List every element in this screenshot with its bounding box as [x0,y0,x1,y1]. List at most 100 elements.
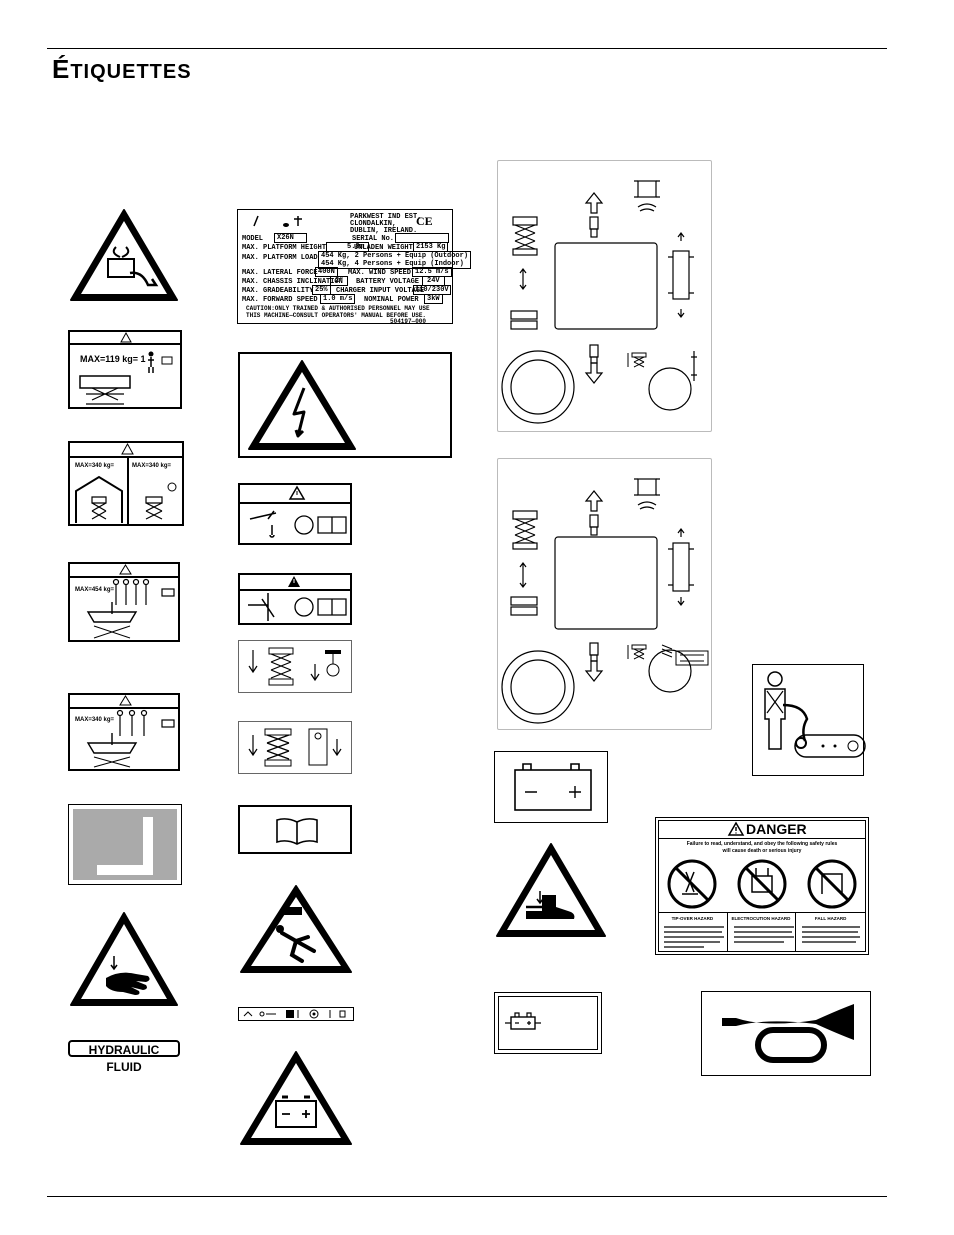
harness-lanyard-icon [764,671,866,758]
gradeability-label: MAX. GRADEABILITY [242,287,314,295]
warning-icon [288,485,306,500]
person-icon [148,351,173,373]
lowering-decal-2 [238,721,352,774]
inclination-label: MAX. CHASSIS INCLINATION [242,278,343,286]
fall-heading: FALL HAZARD [814,916,847,921]
warning-icon [727,821,745,836]
battery-label: BATTERY VOLTAGE [356,278,420,286]
caution-line-1: CAUTION:ONLY TRAINED & AUTHORISED PERSON… [246,305,430,312]
capacity-label-indoor: MAX=340 kg= [75,463,115,469]
battery-icon [514,763,592,811]
control-panel-symbols [501,478,709,724]
ce-mark: CE [416,214,433,228]
hook-icon [97,817,153,875]
speed-value: 1.0 m/s [320,294,356,304]
electrocution-heading: ELECTROCUTION HAZARD [731,916,791,921]
capacity-label-outdoor: MAX=340 kg= [132,463,172,469]
capacity-label: MAX=340 kg= [75,717,115,723]
horn-icon [722,1004,854,1063]
lateral-label: MAX. LATERAL FORCE [242,269,318,277]
load-outdoor: 454 Kg, 2 Persons + Equip (Outdoor) [321,252,469,260]
battery-decal [494,751,608,823]
power-label: NOMINAL POWER [364,296,419,304]
danger-subtitle-2: will cause death or serious injury [722,848,802,854]
capacity-label: MAX=119 kg= 1 [80,354,146,364]
battery-warning-icon [240,1051,352,1145]
electrical-hazard-decal [238,352,452,458]
platform-load-icon [86,602,138,639]
danger-decal: DANGER Failure to read, understand, and … [655,817,869,955]
indoor-scissor-icon [75,475,123,523]
danger-subtitle-1: Failure to read, understand, and obey th… [686,841,838,847]
maintenance-manual-decal [238,483,352,545]
capacity-decal-119kg: MAX=119 kg= 1 [68,330,182,409]
capacity-decal-340kg: MAX=340 kg= [68,693,180,771]
platform-extension-icon [79,375,131,405]
battery-acid-warning-icon [70,209,178,301]
emergency-lowering-manual-decal [238,573,352,625]
warning-icon [119,695,132,706]
lateral-value: 400N [315,267,338,277]
caution-line-2: THIS MACHINE—CONSULT OPERATORS' MANUAL B… [246,312,427,319]
charger-label: CHARGER INPUT VOLTAGE [336,287,425,295]
outdoor-scissor-icon [145,482,177,520]
capacity-label: MAX=454 kg= [75,587,115,593]
warning-icon [119,564,132,575]
open-book-icon [276,818,318,845]
scissor-lower-icon [248,728,342,767]
company-line-2: CLONDALKIN, [350,220,397,228]
tie-down-decal [68,804,182,885]
capacity-decal-340kg-dual: MAX=340 kg= MAX=340 kg= [68,441,184,526]
company-line-1: PARKWEST IND EST, [350,213,422,221]
speed-label: MAX. FORWARD SPEED [242,296,318,304]
capacity-decal-454kg: MAX=454 kg= [68,562,180,642]
foot-crush-warning-icon [496,843,606,937]
fine-print-lines [664,926,860,948]
load-values: 454 Kg, 2 Persons + Equip (Outdoor) 454 … [318,251,472,269]
top-rule [47,48,887,49]
danger-heading: DANGER [746,821,807,837]
serial-label: SERIAL No. [352,235,395,243]
warning-icon [121,442,134,455]
control-symbol-strip [238,1007,354,1021]
charger-icon [505,1012,541,1030]
manufacturer-logo-icon [253,215,302,227]
control-panel-decal-1 [497,160,712,432]
load-indoor: 454 Kg, 4 Persons + Equip (Indoor) [321,260,464,268]
platform-load-icon [86,733,138,768]
height-label: MAX. PLATFORM HEIGHT [242,244,327,252]
battery-charging-decal [494,992,602,1054]
model-value: X26N [274,233,307,243]
control-panel-symbols [501,180,697,424]
wrench-icon [249,510,277,538]
lightning-warning-icon [248,360,356,450]
four-persons-icon [112,578,175,605]
danger-columns: TIP-OVER HAZARD ELECTROCUTION HAZARD FAL… [658,912,866,952]
manual-book-icon [294,597,347,617]
lever-icon [248,593,275,621]
hydraulic-fluid-decal: HYDRAULIC FLUID [68,1040,180,1074]
load-label: MAX. PLATFORM LOAD [242,254,318,262]
danger-header: DANGER [658,820,866,839]
warning-icon [288,576,300,587]
scissor-lower-icon [248,647,341,686]
manual-book-icon [294,515,347,535]
read-manual-decal [238,805,352,854]
three-persons-icon [116,709,175,736]
wind-label: MAX. WIND SPEED [348,269,412,277]
control-panel-decal-2 [497,458,712,730]
safety-harness-decal [752,664,866,776]
model-label: MODEL [242,235,264,243]
bottom-rule [47,1196,887,1197]
lowering-decal-1 [238,640,352,693]
weight-label: UNLADEN WEIGHT [354,244,413,252]
power-value: 3kW [424,294,443,304]
prohibition-icons [667,859,857,909]
serial-plate: PARKWEST IND EST, CLONDALKIN, DUBLIN, IR… [237,209,472,325]
part-number: 504197—000 [390,318,427,325]
company-line-3: DUBLIN, IRELAND. [350,227,418,235]
hand-crush-warning-icon [70,912,178,1006]
inclination-value: 2° [330,276,349,286]
fall-hazard-warning-icon [240,885,352,973]
warning-icon [120,331,132,343]
